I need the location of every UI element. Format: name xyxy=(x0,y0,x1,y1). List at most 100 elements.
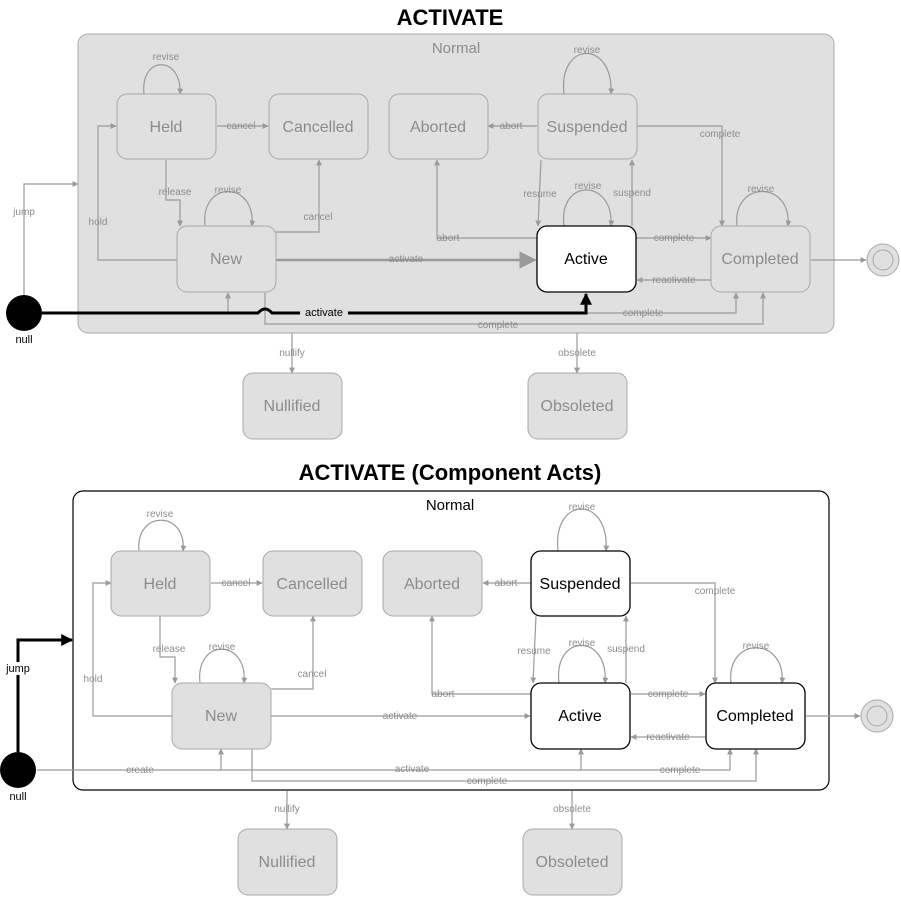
jump-edge xyxy=(16,634,74,752)
state-label: Held xyxy=(144,576,177,593)
state-cancelled xyxy=(268,93,369,160)
edge-label: revise xyxy=(569,502,596,513)
state-label: Active xyxy=(564,251,608,268)
edge-label: complete xyxy=(478,320,519,331)
state-cancelled xyxy=(262,550,363,617)
edge-label: hold xyxy=(89,217,108,228)
region-label: Normal xyxy=(432,40,480,57)
revise-suspended-loop xyxy=(557,508,610,552)
state-label: New xyxy=(210,251,242,268)
hold-edge xyxy=(92,580,172,717)
edge-label: activate xyxy=(395,764,430,775)
state-label: Cancelled xyxy=(282,119,353,136)
edge-label: complete xyxy=(467,776,508,787)
edge-label: revise xyxy=(574,45,601,56)
cancel-new-edge xyxy=(276,159,322,233)
edge-label: nullify xyxy=(279,348,305,359)
final-node-inner xyxy=(866,705,888,727)
state-label: Aborted xyxy=(410,119,466,136)
diagram-title: ACTIVATE xyxy=(397,5,504,30)
state-label: Obsoleted xyxy=(541,398,614,415)
edge-label: jump xyxy=(5,663,30,675)
state-obsoleted xyxy=(522,828,623,896)
state-label: New xyxy=(205,708,237,725)
revise-held-loop xyxy=(143,64,184,95)
state-aborted xyxy=(388,93,489,160)
abort-active-edge xyxy=(434,159,537,239)
revise-held-loop xyxy=(138,519,187,552)
state-held xyxy=(116,93,217,160)
edge-label: revise xyxy=(743,641,770,652)
revise-completed-loop xyxy=(736,191,792,227)
state-new xyxy=(171,682,272,750)
region-label: Normal xyxy=(426,497,474,514)
hold-edge xyxy=(97,123,177,261)
state-label: Active xyxy=(558,708,602,725)
initial-node xyxy=(6,295,42,331)
edge-label: revise xyxy=(153,52,180,63)
edge-label: obsolete xyxy=(553,804,591,815)
edge-label: revise xyxy=(209,642,236,653)
activate-null-edge xyxy=(42,292,592,315)
initial-node xyxy=(0,752,36,788)
jump-edge xyxy=(23,181,79,296)
abort-active-edge xyxy=(429,615,531,695)
cancel-new-edge xyxy=(271,615,316,690)
diagram-activate: ACTIVATE Normal revise revise revise rev… xyxy=(6,5,900,440)
state-obsoleted xyxy=(527,372,628,440)
states: Held Cancelled Aborted Suspended New Act… xyxy=(6,93,900,440)
revise-active-loop xyxy=(563,189,615,227)
complete-null-edge xyxy=(581,748,733,771)
edge-label: abort xyxy=(495,578,518,589)
edge-label: revise xyxy=(575,181,602,192)
diagram-activate-component-acts: ACTIVATE (Component Acts) Normal revise … xyxy=(0,460,894,896)
state-label: Completed xyxy=(721,251,798,268)
revise-suspended-loop xyxy=(563,53,615,95)
edge-label: abort xyxy=(500,121,523,132)
state-completed xyxy=(710,225,811,293)
edge-label: suspend xyxy=(607,644,645,655)
state-held xyxy=(110,550,211,617)
edge-label-bg xyxy=(3,662,33,675)
initial-label: null xyxy=(15,334,32,346)
complete-new-edge xyxy=(251,748,759,782)
final-node-inner xyxy=(872,249,894,271)
revise-active-loop xyxy=(558,645,609,684)
edge-label: resume xyxy=(517,646,551,657)
edge-label: cancel xyxy=(298,669,327,680)
edge-label: cancel xyxy=(222,578,251,589)
edge-label: nullify xyxy=(274,804,300,815)
edge-label: complete xyxy=(623,308,664,319)
edge-label: release xyxy=(159,187,192,198)
edge-label: abort xyxy=(437,233,460,244)
complete-suspended-edge xyxy=(631,582,718,684)
revise-completed-loop xyxy=(730,647,786,684)
state-new xyxy=(176,225,277,293)
release-edge xyxy=(165,160,183,227)
states: Held Cancelled Aborted Suspended New Act… xyxy=(0,550,894,896)
state-nullified xyxy=(237,828,338,896)
edge-label: hold xyxy=(84,674,103,685)
state-label: Nullified xyxy=(259,854,316,871)
edge-label: reactivate xyxy=(646,732,690,743)
state-label: Suspended xyxy=(540,576,621,593)
revise-new-loop xyxy=(199,648,248,684)
state-label: Nullified xyxy=(264,398,321,415)
state-label: Completed xyxy=(716,708,793,725)
edge-label-bg xyxy=(300,306,348,319)
state-aborted xyxy=(382,550,483,617)
edge-label: complete xyxy=(648,689,689,700)
initial-label: null xyxy=(9,791,26,803)
state-active xyxy=(530,682,631,750)
complete-suspended-edge xyxy=(637,125,725,227)
transitions: revise revise revise revise revise cance… xyxy=(12,45,867,374)
state-active xyxy=(536,225,637,293)
edge-label: complete xyxy=(654,233,695,244)
diagram-title: ACTIVATE (Component Acts) xyxy=(299,460,602,485)
state-nullified xyxy=(242,372,343,440)
resume-edge xyxy=(530,615,537,684)
edge-label: complete xyxy=(700,129,741,140)
edge-label: release xyxy=(153,644,186,655)
edge-label: cancel xyxy=(227,121,256,132)
